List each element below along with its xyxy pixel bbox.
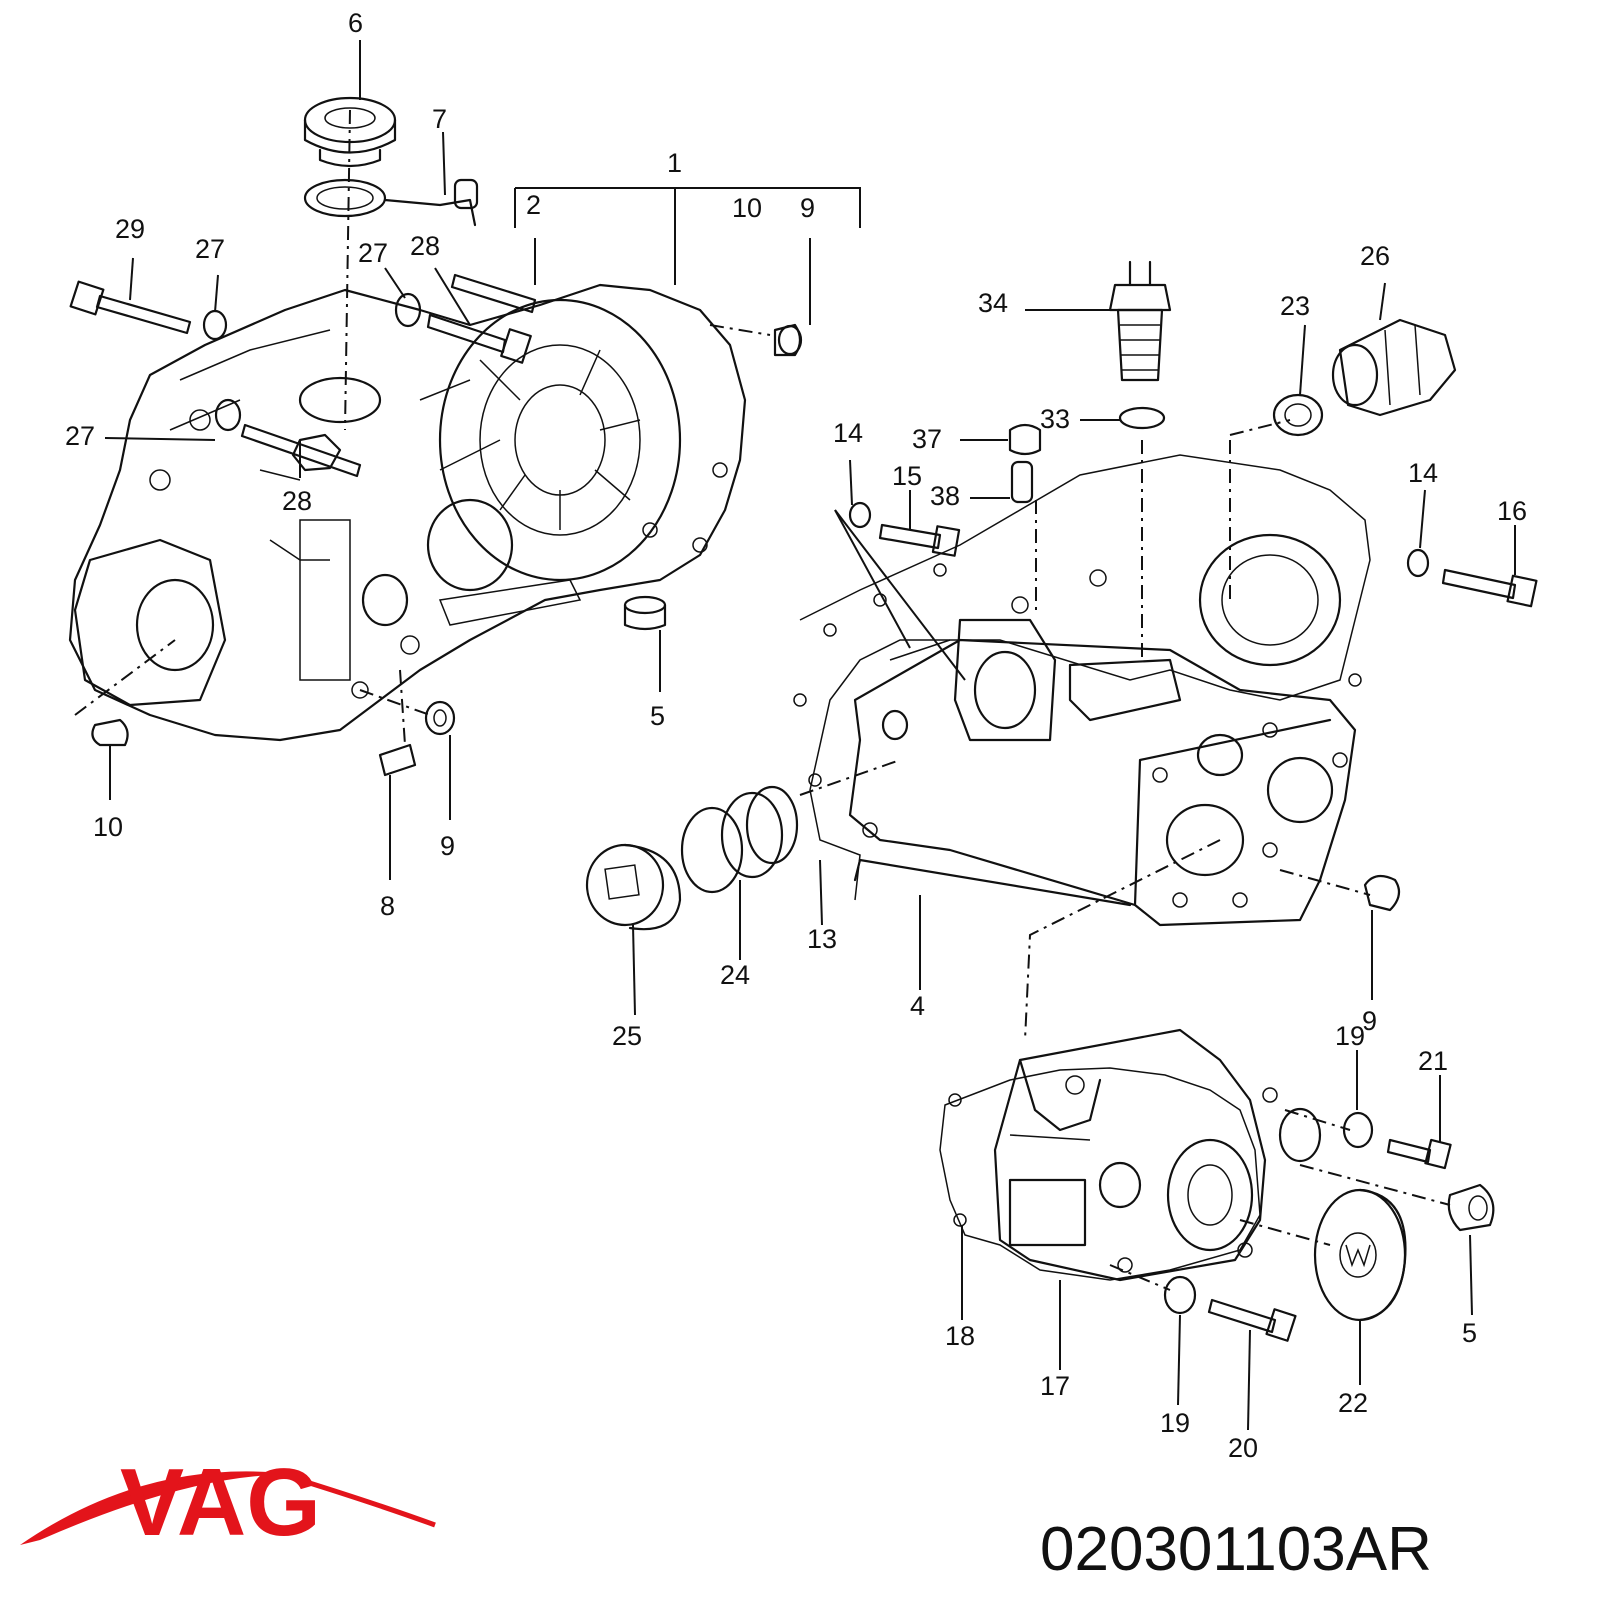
callout-25: 25 — [612, 1021, 642, 1051]
callout-33: 33 — [1040, 404, 1070, 434]
callout-29: 29 — [115, 214, 145, 244]
callout-10: 10 — [93, 812, 123, 842]
callout-14: 14 — [1408, 458, 1438, 488]
callout-27: 27 — [65, 421, 95, 451]
left-housing-small-parts — [69, 96, 803, 777]
callout-2: 2 — [526, 190, 541, 220]
callout-28: 28 — [282, 486, 312, 516]
callout-34: 34 — [978, 288, 1008, 318]
end-cover-housing-drawing — [939, 1028, 1278, 1282]
callout-38: 38 — [930, 481, 960, 511]
callout-19: 19 — [1335, 1021, 1365, 1051]
callout-19: 19 — [1160, 1408, 1190, 1438]
callout-13: 13 — [807, 924, 837, 954]
callout-10: 10 — [732, 193, 762, 223]
callout-4: 4 — [910, 991, 925, 1021]
part-number: 020301103AR — [1040, 1515, 1432, 1584]
callout-labels: 6 7 1 2 10 9 29 27 27 28 27 28 5 10 9 8 … — [65, 8, 1527, 1463]
vag-logo: VAG — [20, 1449, 436, 1556]
callout-23: 23 — [1280, 291, 1310, 321]
clutch-housing-drawing — [68, 283, 747, 742]
gearbox-housing-small-parts — [585, 260, 1538, 1041]
callout-27: 27 — [358, 238, 388, 268]
callout-17: 17 — [1040, 1371, 1070, 1401]
callout-7: 7 — [432, 104, 447, 134]
callout-9: 9 — [1362, 1006, 1377, 1036]
callout-6: 6 — [348, 8, 363, 38]
callout-16: 16 — [1497, 496, 1527, 526]
callout-9: 9 — [440, 831, 455, 861]
leader-lines — [104, 40, 1516, 1431]
end-cover-small-parts — [1109, 1107, 1495, 1342]
callout-14: 14 — [833, 418, 863, 448]
callout-5: 5 — [650, 701, 665, 731]
callout-9: 9 — [800, 193, 815, 223]
callout-20: 20 — [1228, 1433, 1258, 1463]
callout-8: 8 — [380, 891, 395, 921]
callout-1: 1 — [667, 148, 682, 178]
callout-28: 28 — [410, 231, 440, 261]
callout-21: 21 — [1418, 1046, 1448, 1076]
callout-18: 18 — [945, 1321, 975, 1351]
callout-26: 26 — [1360, 241, 1390, 271]
callout-37: 37 — [912, 424, 942, 454]
callout-24: 24 — [720, 960, 750, 990]
vag-logo-text: VAG — [120, 1449, 321, 1556]
callout-22: 22 — [1338, 1388, 1368, 1418]
gearbox-housing-drawing — [793, 454, 1371, 927]
callout-15: 15 — [892, 461, 922, 491]
callout-5: 5 — [1462, 1318, 1477, 1348]
callout-27: 27 — [195, 234, 225, 264]
